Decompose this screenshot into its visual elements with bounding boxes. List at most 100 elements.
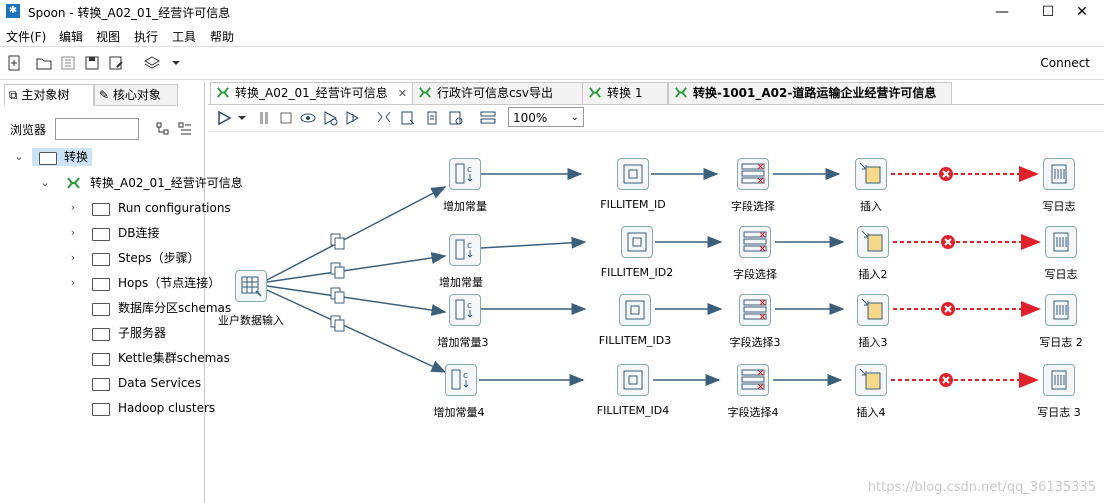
close-icon[interactable]: ✕ [397, 87, 407, 100]
explore-repo-icon[interactable] [60, 55, 76, 71]
step-label: 插入3 [858, 336, 888, 349]
tree-item-partition-schemas[interactable]: 数据库分区schemas [2, 297, 231, 319]
add-constants-step[interactable]: c [449, 158, 481, 190]
insert-update-step[interactable] [857, 294, 889, 326]
save-as-icon[interactable] [108, 55, 124, 71]
layers-icon[interactable] [143, 55, 161, 71]
select-values-step[interactable] [739, 294, 771, 326]
chevron-down-icon[interactable] [236, 110, 248, 126]
chevron-right-icon[interactable]: › [70, 251, 76, 264]
transformation-canvas[interactable]: 业户数据输入 c 增加常量 FILLITEM_ID 字段选择 插入 写日志 c … [213, 132, 1104, 503]
impact-icon[interactable] [400, 110, 416, 126]
menu-run[interactable]: 执行 [134, 30, 159, 44]
folder-icon [92, 403, 110, 416]
sql-icon[interactable] [424, 110, 440, 126]
debug-icon[interactable] [322, 110, 338, 126]
stop-icon[interactable] [278, 110, 294, 126]
select-values-step[interactable] [737, 364, 769, 396]
write-log-step[interactable] [1045, 294, 1077, 326]
step-label: 增加常量 [443, 200, 487, 213]
pause-icon[interactable] [256, 110, 272, 126]
chevron-down-icon[interactable]: ⌄ [40, 176, 50, 189]
left-panel: ⧉ 主对象树 ✎ 核心对象 浏览器 ⌄ 转换 ⌄ 转换_A02_01_经营许可信… [2, 82, 243, 503]
svg-text:c: c [467, 301, 472, 311]
open-folder-icon[interactable] [36, 55, 52, 71]
tree-item-label: 转换_A02_01_经营许可信息 [90, 176, 243, 190]
tree-item-steps[interactable]: › Steps（步骤） [2, 247, 204, 269]
tree-item-cluster-schemas[interactable]: Kettle集群schemas [2, 347, 230, 369]
select-values-step[interactable] [739, 226, 771, 258]
explore-db-icon[interactable] [448, 110, 464, 126]
new-file-icon[interactable] [6, 55, 22, 71]
fillitem-icon [623, 370, 643, 390]
expand-all-icon[interactable] [156, 122, 170, 136]
add-constants-step[interactable]: c [449, 234, 481, 266]
fillitem-step[interactable] [619, 294, 651, 326]
close-button[interactable]: ✕ [1076, 4, 1088, 20]
tab-transformation-1[interactable]: 转换 1 [582, 82, 668, 104]
tab-main-object-tree[interactable]: ⧉ 主对象树 [4, 84, 94, 106]
preview-eye-icon[interactable] [300, 110, 316, 126]
chevron-right-icon[interactable]: › [70, 226, 76, 239]
add-constants-step[interactable]: c [445, 364, 477, 396]
menu-tools[interactable]: 工具 [172, 30, 197, 44]
chevron-right-icon[interactable]: › [70, 201, 76, 214]
svg-text:c: c [467, 241, 472, 251]
chevron-right-icon[interactable]: › [70, 276, 76, 289]
tree-item-data-services[interactable]: Data Services [2, 372, 204, 394]
tab-transformation-1001[interactable]: 转换-1001_A02-道路运输企业经营许可信息 [668, 82, 952, 104]
add-constants-step[interactable]: c [449, 294, 481, 326]
select-values-icon [741, 163, 765, 184]
menu-edit[interactable]: 编辑 [59, 30, 84, 44]
fillitem-step[interactable] [617, 158, 649, 190]
add-constants-icon: c [455, 299, 473, 320]
step-label: 字段选择 [731, 200, 775, 213]
step-label: 字段选择4 [727, 406, 779, 419]
step-label: 业户数据输入 [218, 314, 284, 327]
step-label: 插入4 [856, 406, 886, 419]
results-icon[interactable] [480, 110, 496, 126]
tree-item-transformations[interactable]: ⌄ 转换 [2, 146, 204, 168]
select-values-step[interactable] [737, 158, 769, 190]
save-icon[interactable] [84, 55, 100, 71]
svg-text:c: c [467, 165, 472, 175]
tree-item-transformation[interactable]: ⌄ 转换_A02_01_经营许可信息 [2, 172, 242, 194]
replay-icon[interactable] [344, 110, 360, 126]
tree-item-slave-servers[interactable]: 子服务器 [2, 322, 204, 344]
tree-item-label: Run configurations [118, 201, 231, 215]
menu-file[interactable]: 文件(F) [6, 30, 47, 44]
tree-item-hops[interactable]: › Hops（节点连接） [2, 272, 220, 294]
tree-item-hadoop-clusters[interactable]: Hadoop clusters [2, 397, 215, 419]
zoom-select[interactable]: 100% ⌄ [508, 107, 584, 127]
write-log-step[interactable] [1045, 226, 1077, 258]
insert-update-step[interactable] [857, 226, 889, 258]
fillitem-step[interactable] [617, 364, 649, 396]
minimize-button[interactable]: — [995, 4, 1009, 20]
chevron-down-icon[interactable] [168, 55, 184, 71]
step-label: 写日志 2 [1039, 336, 1083, 349]
tree-item-db-connections[interactable]: › DB连接 [2, 222, 204, 244]
verify-icon[interactable] [376, 110, 392, 126]
step-label: FILLITEM_ID4 [596, 404, 670, 417]
insert-update-step[interactable] [855, 364, 887, 396]
menu-view[interactable]: 视图 [96, 30, 121, 44]
maximize-button[interactable]: ☐ [1041, 4, 1055, 20]
tab-transformation-a02[interactable]: 转换_A02_01_经营许可信息 ✕ [210, 82, 414, 104]
fillitem-step[interactable] [621, 226, 653, 258]
tree-item-run-configurations[interactable]: › Run configurations [2, 197, 231, 219]
write-log-step[interactable] [1043, 158, 1075, 190]
insert-update-step[interactable] [855, 158, 887, 190]
add-constants-icon: c [455, 163, 473, 184]
browser-search-input[interactable] [55, 118, 139, 140]
chevron-down-icon[interactable]: ⌄ [14, 150, 24, 163]
collapse-all-icon[interactable] [178, 122, 192, 136]
write-log-step[interactable] [1043, 364, 1075, 396]
connect-button[interactable]: Connect [1040, 56, 1090, 70]
run-icon[interactable] [216, 110, 232, 126]
tab-core-objects[interactable]: ✎ 核心对象 [94, 84, 178, 106]
window-title: Spoon - 转换_A02_01_经营许可信息 [28, 6, 231, 20]
select-values-icon [741, 369, 765, 390]
menu-help[interactable]: 帮助 [210, 30, 235, 44]
tab-license-csv-export[interactable]: 行政许可信息csv导出 [412, 82, 588, 104]
table-input-step[interactable] [235, 270, 267, 302]
